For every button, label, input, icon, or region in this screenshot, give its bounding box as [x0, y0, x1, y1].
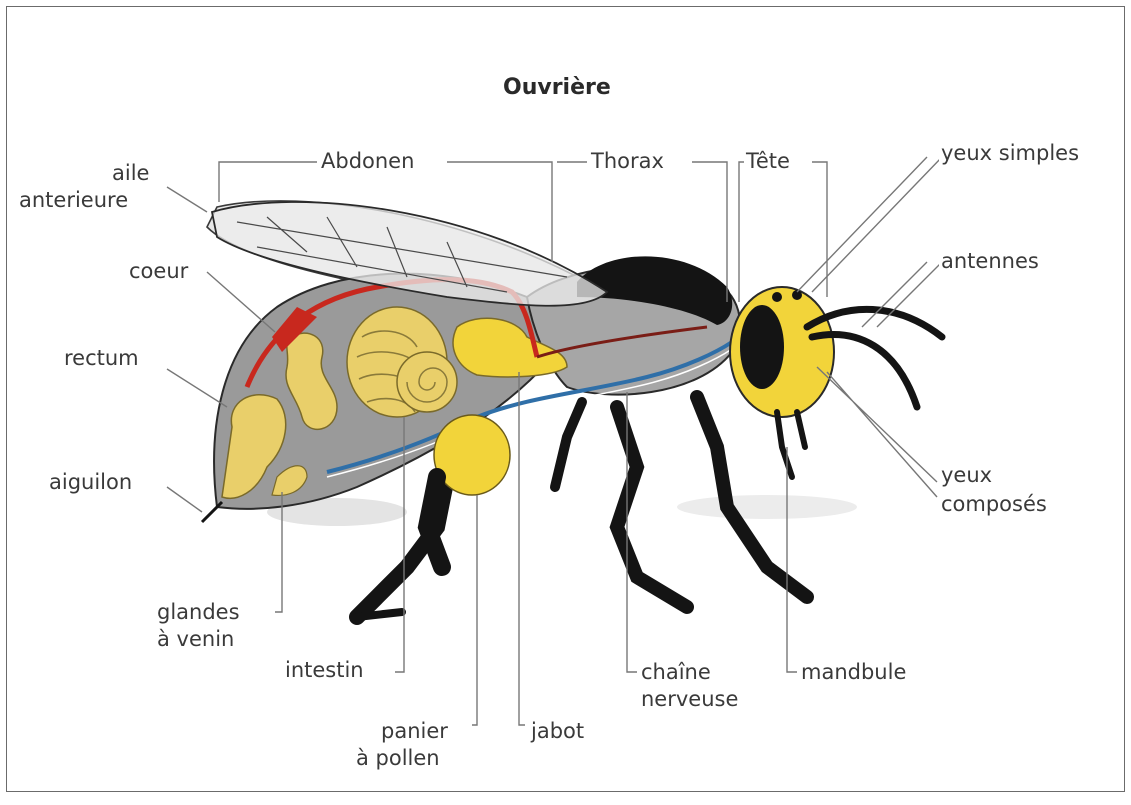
mandible — [777, 412, 805, 477]
wing-anterior — [212, 202, 607, 306]
diagram-frame: Ouvrière Abdonen Thorax Tête aile anteri… — [6, 6, 1125, 792]
intestine-spiral — [397, 352, 457, 412]
label-thorax: Thorax — [589, 148, 666, 174]
simple-eye-1 — [772, 292, 782, 302]
label-aile-line1: aile — [110, 160, 151, 186]
tete-bracket-right — [812, 162, 827, 297]
label-panier-line1: panier — [379, 718, 450, 744]
pollen-basket — [434, 415, 510, 495]
label-rectum: rectum — [62, 345, 141, 371]
label-aile-line2: anterieure — [17, 187, 130, 213]
label-tete: Tête — [744, 148, 792, 174]
label-yeux-composes-line1: yeux — [939, 462, 994, 488]
label-abdomen: Abdonen — [319, 148, 416, 174]
label-jabot: jabot — [529, 718, 586, 744]
label-intestin: intestin — [283, 657, 366, 683]
hind-foot — [357, 612, 402, 617]
panier-line — [472, 495, 477, 725]
mandbule-line — [787, 447, 797, 672]
label-coeur: coeur — [127, 258, 190, 284]
bee-anatomy-illustration — [7, 7, 1131, 805]
label-glandes-line2: à venin — [155, 626, 236, 652]
rectum-line — [167, 369, 227, 407]
aile-line — [167, 187, 207, 212]
label-chaine-line2: nerveuse — [639, 686, 740, 712]
label-yeux-simples: yeux simples — [939, 140, 1081, 166]
label-chaine-line1: chaîne — [639, 659, 713, 685]
yeux-composes-line — [817, 367, 937, 497]
label-mandbule: mandbule — [799, 659, 908, 685]
label-yeux-composes-line2: composés — [939, 491, 1049, 517]
compound-eye — [740, 305, 784, 389]
yeux-simples-line — [797, 157, 942, 292]
stinger — [202, 502, 222, 522]
abdomen-bracket-left — [219, 162, 317, 202]
label-glandes-line1: glandes — [155, 599, 242, 625]
inner-leg — [555, 402, 582, 487]
leg-shadow — [677, 495, 857, 519]
jabot-line — [519, 372, 525, 725]
diagram-title: Ouvrière — [501, 75, 613, 101]
tete-bracket-left — [739, 162, 747, 302]
aiguilon-line — [167, 487, 202, 512]
label-antennes: antennes — [939, 248, 1041, 274]
coeur-line — [207, 272, 275, 332]
label-aiguilon: aiguilon — [47, 469, 134, 495]
label-panier-line2: à pollen — [354, 745, 442, 771]
